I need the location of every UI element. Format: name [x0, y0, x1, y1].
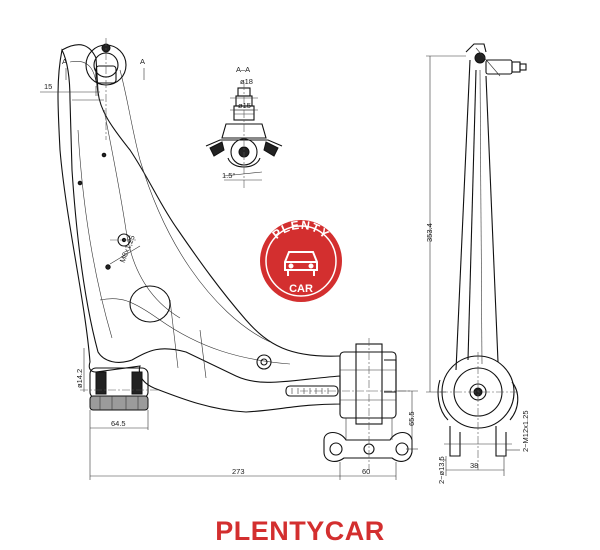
brand-name: PLENTYCAR: [215, 516, 385, 546]
control-arm-side-view: [437, 43, 527, 470]
control-arm-plan-view: [57, 38, 413, 470]
car-icon: [284, 251, 318, 276]
section-angle: 1.5°: [222, 171, 235, 180]
dimension-labels: A A 15 A–A ø18 ø15 1.5° M8x1,25 ø14.2 64…: [44, 57, 530, 484]
dim-65-5: 65.5: [407, 411, 416, 426]
brand-logo: PLENTY CAR: [260, 218, 342, 302]
section-a-a: [205, 82, 283, 190]
dim-60: 60: [362, 467, 370, 476]
dimension-lines: [40, 55, 520, 480]
dim-thread-side: 2~M12x1.25: [521, 411, 530, 453]
dim-hole-side: 2~ø13.5: [437, 456, 446, 484]
dim-38: 38: [470, 461, 478, 470]
dim-thread: M8x1,25: [118, 234, 137, 264]
section-dia-mid: ø15: [238, 101, 251, 110]
dim-64-5: 64.5: [111, 419, 126, 428]
section-title: A–A: [236, 65, 250, 74]
dim-15: 15: [44, 82, 52, 91]
dim-bushing-diameter: ø14.2: [75, 369, 84, 388]
section-dia-top: ø18: [240, 77, 253, 86]
logo-bottom-text: CAR: [289, 283, 313, 295]
dim-273: 273: [232, 467, 245, 476]
dim-353-4: 353.4: [425, 223, 434, 242]
section-marker-left: A: [62, 57, 67, 66]
section-marker-right: A: [140, 57, 145, 66]
